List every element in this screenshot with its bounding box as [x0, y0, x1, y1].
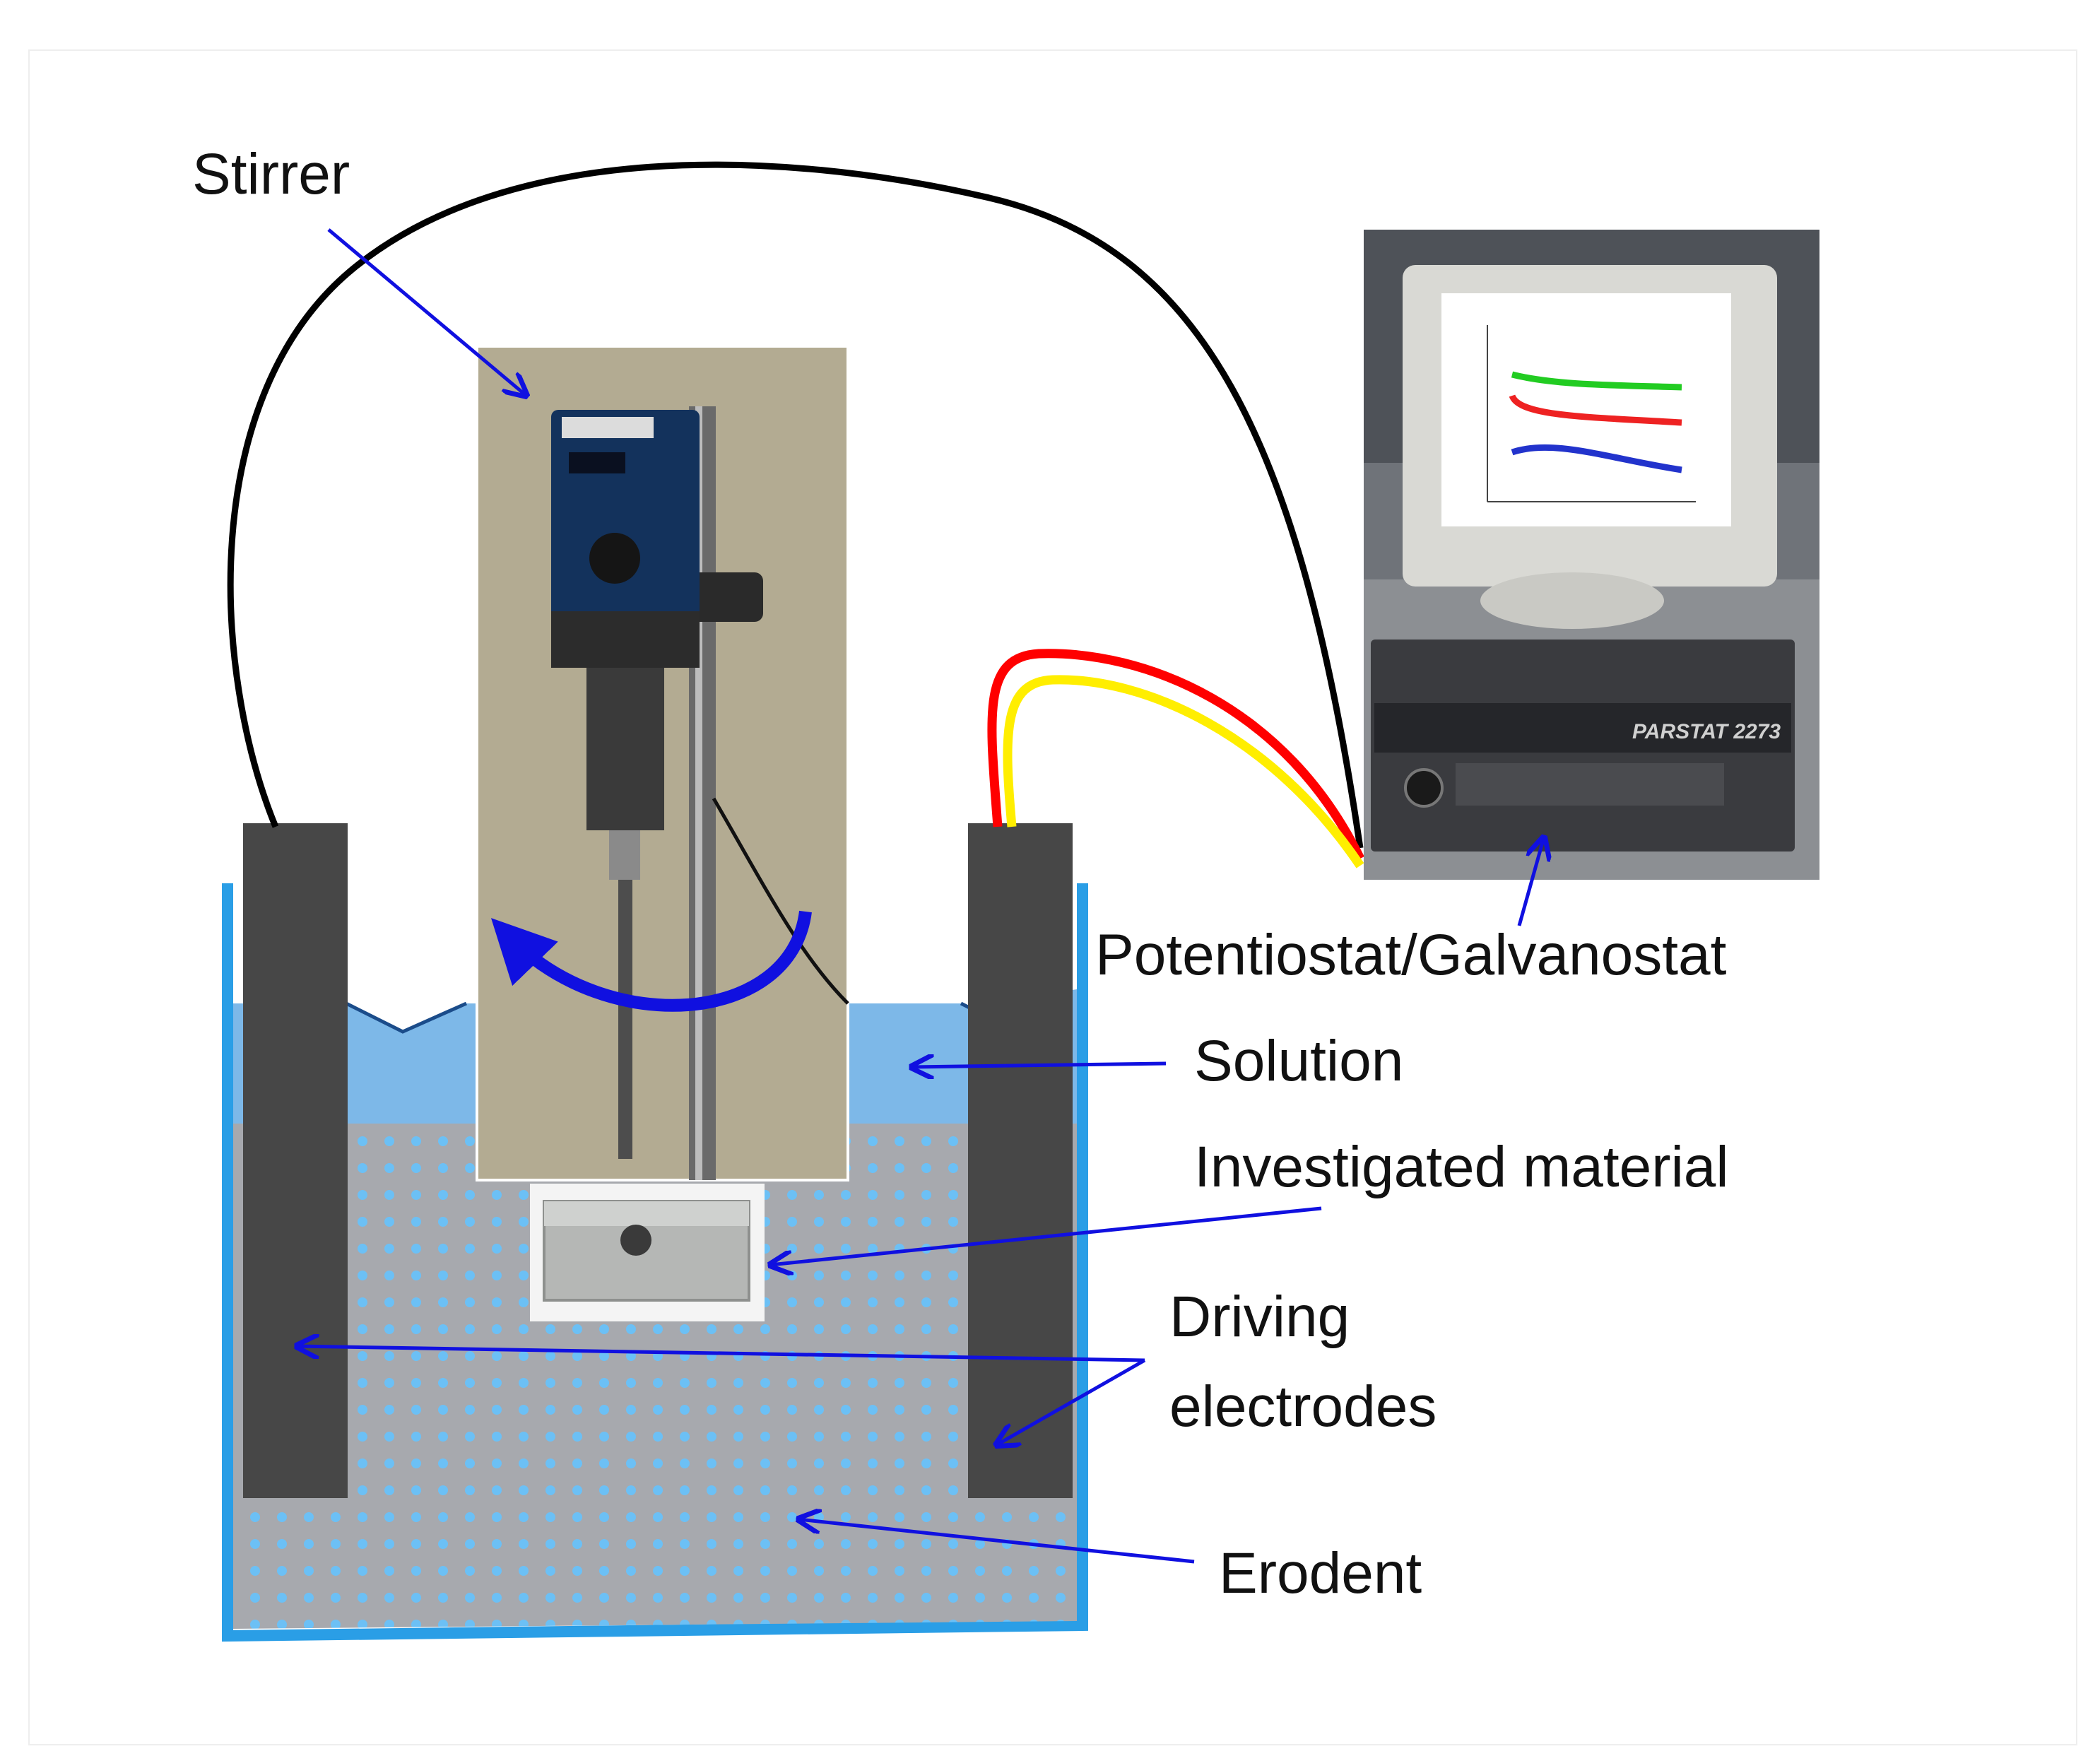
stirrer-photo	[476, 345, 849, 1182]
screen-series-blue	[1511, 444, 1682, 473]
stirrer-body	[586, 668, 664, 830]
arrow-electrode-left	[297, 1346, 1145, 1362]
speed-knob-icon	[589, 533, 640, 584]
driving-electrode-left	[243, 823, 348, 1498]
label-stirrer: Stirrer	[192, 142, 350, 206]
monitor-screen	[1441, 293, 1731, 526]
figure-frame	[28, 49, 2077, 1745]
arrow-solution	[912, 1063, 1167, 1067]
label-potentiostat-galvanostat: Potentiostat/Galvanostat	[1095, 923, 1727, 987]
device-model-label: PARSTAT 2273	[1632, 720, 1781, 743]
screen-series-red	[1509, 394, 1682, 426]
investigated-material-photo	[530, 1184, 765, 1321]
label-driving-electrodes: Driving electrodes	[1169, 1285, 1437, 1439]
driving-electrode-right	[968, 823, 1073, 1498]
arrow-stirrer	[327, 228, 526, 396]
erodent-region	[233, 1124, 1077, 1629]
screen-series-green	[1511, 371, 1682, 391]
arrow-potentiostat	[1517, 837, 1544, 926]
wire-red	[987, 649, 1364, 861]
sample-hole-icon	[620, 1225, 651, 1256]
label-erodent: Erodent	[1219, 1541, 1422, 1605]
stirrer-shaft	[618, 880, 632, 1159]
arrow-erodent	[798, 1519, 1195, 1564]
annotation-arrows	[297, 228, 1544, 1564]
potentiostat-photo: PARSTAT 2273	[1364, 230, 1819, 880]
arrow-electrode-right	[996, 1358, 1146, 1445]
arrow-investigated-material	[770, 1206, 1322, 1265]
stirrer-motor-head	[551, 410, 700, 643]
wire-yellow	[1003, 675, 1364, 868]
wire-black	[227, 161, 1364, 849]
label-investigated-material: Investigated material	[1194, 1135, 1729, 1199]
label-solution: Solution	[1194, 1029, 1404, 1093]
monitor-stand	[1480, 572, 1664, 629]
rotation-arrow-icon	[490, 910, 812, 1012]
tank-wall	[222, 883, 1088, 1642]
device-connector-icon	[1404, 768, 1444, 808]
